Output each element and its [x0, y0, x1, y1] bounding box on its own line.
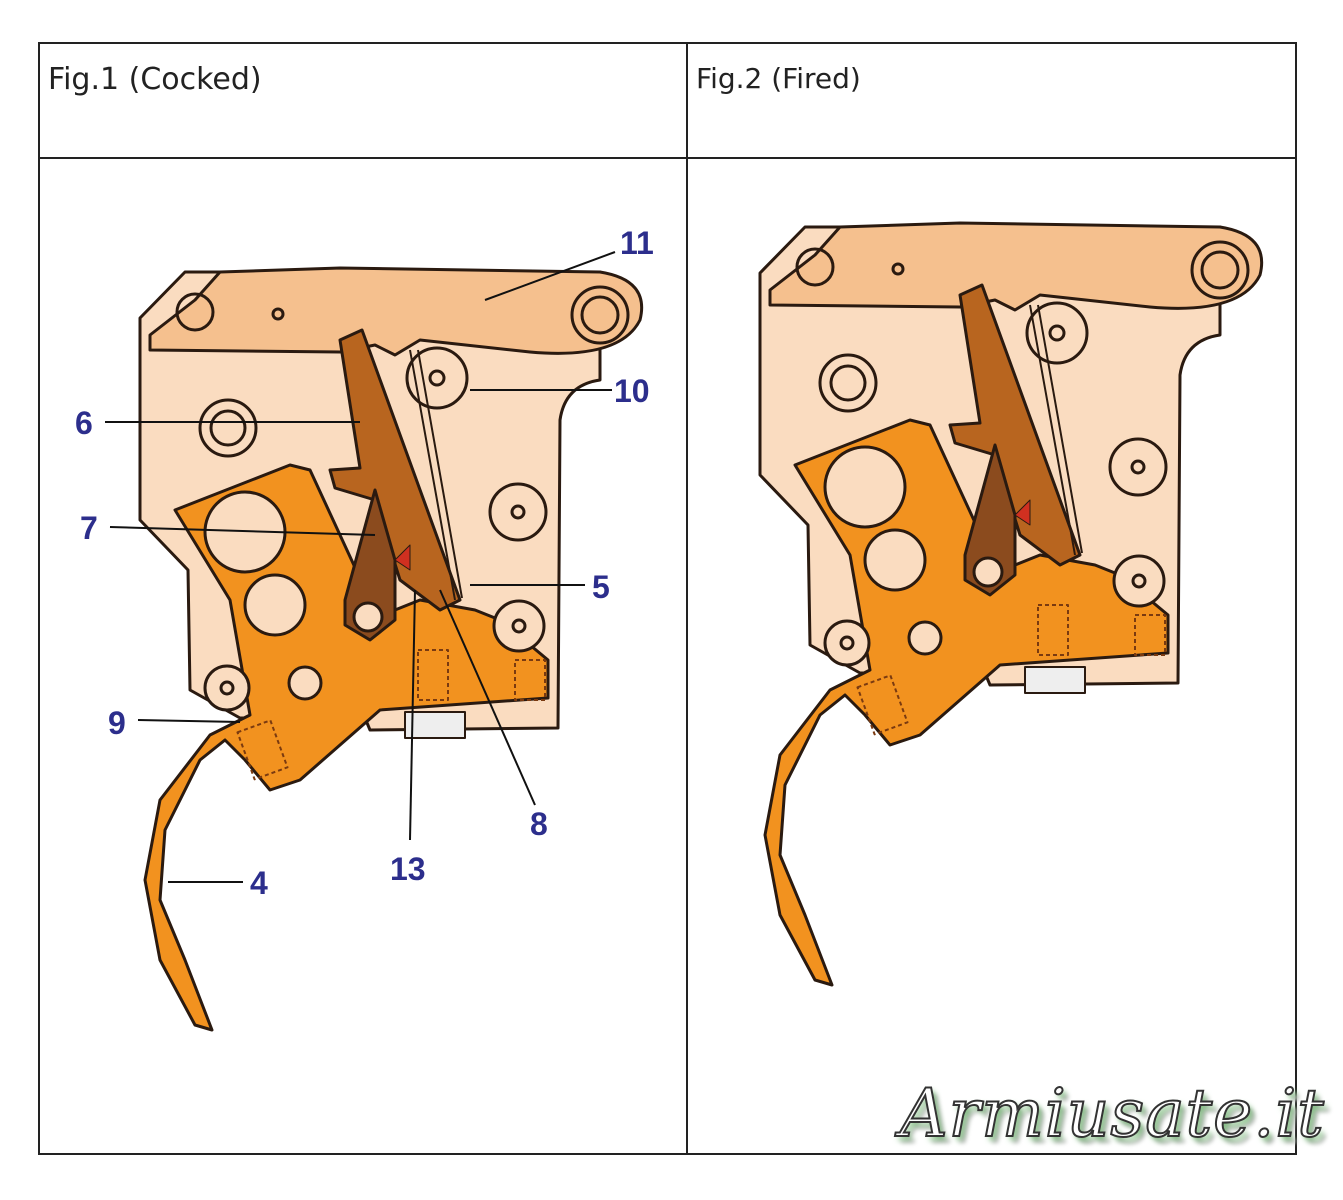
watermark-logo: Armiusate.it [899, 1074, 1325, 1153]
label-7: 7 [80, 510, 98, 546]
column-divider [686, 42, 688, 1155]
label-9: 9 [108, 705, 126, 741]
fig1-caption: Fig.1 (Cocked) [48, 62, 262, 97]
fig2-caption: Fig.2 (Fired) [696, 62, 861, 95]
label-13: 13 [390, 851, 426, 887]
fig1-cocked-mechanism [138, 266, 644, 1032]
label-6: 6 [75, 405, 93, 441]
label-8: 8 [530, 806, 548, 842]
header-divider [38, 157, 1297, 159]
figure-table [38, 42, 1297, 1155]
label-10: 10 [614, 373, 650, 409]
fig2-fired-mechanism [758, 221, 1264, 987]
label-4: 4 [250, 865, 268, 901]
label-11: 11 [620, 225, 654, 261]
leader-lines [105, 251, 616, 883]
label-5: 5 [592, 569, 610, 605]
